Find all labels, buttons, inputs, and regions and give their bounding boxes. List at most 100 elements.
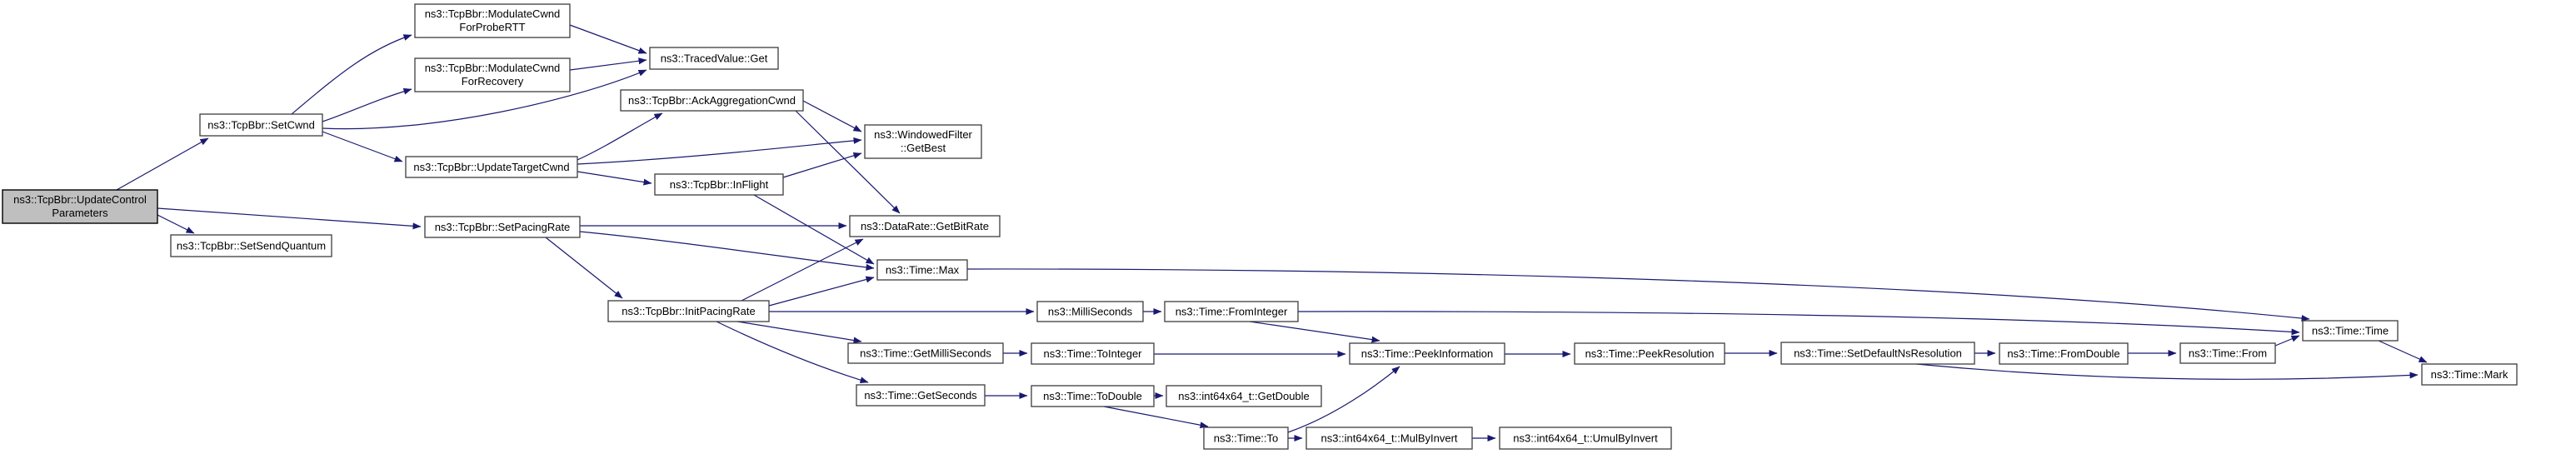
edge-inFlight-to-timeMax xyxy=(753,194,875,265)
node-label: ns3::TcpBbr::UpdateTargetCwnd xyxy=(413,161,569,173)
node-box xyxy=(2302,320,2399,342)
node-box xyxy=(405,156,578,178)
node-label: ns3::TcpBbr::SetCwnd xyxy=(207,119,315,132)
graph-node-fromDouble[interactable]: ns3::Time::FromDouble xyxy=(1999,342,2129,365)
edge-ackAggregationCwnd-to-windowedFilterGetBest xyxy=(802,100,862,132)
node-box xyxy=(876,259,968,281)
graph-node-fromInteger[interactable]: ns3::Time::FromInteger xyxy=(1164,301,1299,322)
node-box xyxy=(856,384,986,407)
edge-initPacingRate-to-getSeconds xyxy=(716,321,869,384)
node-label: ns3::Time::GetSeconds xyxy=(864,389,977,402)
node-label: ns3::Time::ToInteger xyxy=(1043,347,1142,360)
node-label: Parameters xyxy=(52,207,108,219)
edge-timeTo-to-peekInformation xyxy=(1287,366,1400,433)
node-box xyxy=(620,89,804,112)
edge-setCwnd-to-tracedValueGet xyxy=(322,69,647,130)
graph-node-toDouble[interactable]: ns3::Time::ToDouble xyxy=(1031,385,1155,407)
graph-node-peekResolution[interactable]: ns3::Time::PeekResolution xyxy=(1574,342,1725,365)
node-box xyxy=(1780,342,1975,365)
node-label: ns3::Time::ToDouble xyxy=(1043,390,1142,402)
nodes-layer: ns3::TcpBbr::UpdateControlParametersns3:… xyxy=(2,3,2518,450)
node-label: ns3::TcpBbr::ModulateCwnd xyxy=(425,62,561,74)
node-label: ns3::MilliSeconds xyxy=(1048,306,1133,318)
node-label: ns3::Time::FromInteger xyxy=(1176,306,1288,318)
node-box xyxy=(1031,385,1155,407)
node-label: ns3::Time::Mark xyxy=(2431,368,2509,381)
edge-timeMax-to-timeTime xyxy=(966,268,2310,322)
graph-node-getSeconds[interactable]: ns3::Time::GetSeconds xyxy=(856,384,986,407)
graph-node-getDouble[interactable]: ns3::int64x64_t::GetDouble xyxy=(1166,385,1322,407)
node-box xyxy=(1349,342,1505,365)
graph-node-inFlight[interactable]: ns3::TcpBbr::InFlight xyxy=(654,173,784,196)
node-label: ForProbeRTT xyxy=(459,21,525,33)
graph-node-timeFrom[interactable]: ns3::Time::From xyxy=(2179,342,2276,364)
graph-node-milliSeconds[interactable]: ns3::MilliSeconds xyxy=(1036,301,1144,322)
edge-fromInteger-to-timeTime xyxy=(1297,311,2300,336)
node-box xyxy=(1036,301,1144,322)
graph-node-toInteger[interactable]: ns3::Time::ToInteger xyxy=(1031,342,1155,365)
node-label: ns3::TcpBbr::SetSendQuantum xyxy=(177,240,326,252)
node-box xyxy=(414,57,571,92)
node-label: ::GetBest xyxy=(901,142,946,154)
node-box xyxy=(1999,342,2129,365)
node-label: ns3::TcpBbr::SetPacingRate xyxy=(435,221,571,233)
edge-setDefaultNsResolution-to-timeMark xyxy=(1915,363,2419,380)
node-label: ns3::int64x64_t::UmulByInvert xyxy=(1513,432,1658,445)
node-label: ns3::Time::To xyxy=(1214,432,1279,445)
graph-node-timeMax[interactable]: ns3::Time::Max xyxy=(876,259,968,281)
graph-node-mulByInvert[interactable]: ns3::int64x64_t::MulByInvert xyxy=(1305,427,1473,450)
graph-node-timeMark[interactable]: ns3::Time::Mark xyxy=(2421,363,2518,386)
graph-node-tracedValueGet[interactable]: ns3::TracedValue::Get xyxy=(649,47,779,70)
node-label: ns3::Time::SetDefaultNsResolution xyxy=(1794,347,1962,360)
node-label: ns3::WindowedFilter xyxy=(874,128,972,141)
edge-timeFrom-to-timeTime xyxy=(2274,335,2300,347)
node-label: ns3::TcpBbr::InFlight xyxy=(670,178,769,191)
edge-setCwnd-to-modulateCwndForProbeRTT xyxy=(291,34,412,115)
graph-node-peekInformation[interactable]: ns3::Time::PeekInformation xyxy=(1349,342,1505,365)
graph-node-setPacingRate[interactable]: ns3::TcpBbr::SetPacingRate xyxy=(424,216,581,238)
edge-updateControlParameters-to-setCwnd xyxy=(116,137,209,191)
graph-node-getBitRate[interactable]: ns3::DataRate::GetBitRate xyxy=(849,215,1001,237)
edge-timeTime-to-timeMark xyxy=(2378,340,2428,363)
edge-inFlight-to-windowedFilterGetBest xyxy=(782,152,862,178)
graph-node-ackAggregationCwnd[interactable]: ns3::TcpBbr::AckAggregationCwnd xyxy=(620,89,804,112)
node-box xyxy=(1574,342,1725,365)
node-box xyxy=(1164,301,1299,322)
node-box xyxy=(170,234,332,257)
node-box xyxy=(414,3,571,38)
node-box xyxy=(2421,363,2518,386)
node-box xyxy=(654,173,784,196)
graph-node-timeTime[interactable]: ns3::Time::Time xyxy=(2302,320,2399,342)
node-box xyxy=(2179,342,2276,364)
node-label: ns3::TcpBbr::InitPacingRate xyxy=(622,305,755,317)
edge-updateControlParameters-to-setSendQuantum xyxy=(157,214,195,234)
node-label: ns3::int64x64_t::MulByInvert xyxy=(1320,432,1457,445)
edge-modulateCwndForRecovery-to-tracedValueGet xyxy=(569,57,647,71)
node-label: ns3::TracedValue::Get xyxy=(661,52,768,65)
node-box xyxy=(1031,342,1155,365)
graph-node-setDefaultNsResolution[interactable]: ns3::Time::SetDefaultNsResolution xyxy=(1780,342,1975,365)
node-box xyxy=(424,216,581,238)
graph-node-setCwnd[interactable]: ns3::TcpBbr::SetCwnd xyxy=(199,113,323,137)
node-box xyxy=(1203,427,1289,450)
graph-node-umulByInvert[interactable]: ns3::int64x64_t::UmulByInvert xyxy=(1499,427,1672,450)
graph-node-updateTargetCwnd[interactable]: ns3::TcpBbr::UpdateTargetCwnd xyxy=(405,156,578,178)
graph-node-initPacingRate[interactable]: ns3::TcpBbr::InitPacingRate xyxy=(607,300,770,322)
graph-node-windowedFilterGetBest[interactable]: ns3::WindowedFilter::GetBest xyxy=(864,124,982,159)
edge-initPacingRate-to-getMilliSeconds xyxy=(736,321,862,344)
graph-node-getMilliSeconds[interactable]: ns3::Time::GetMilliSeconds xyxy=(847,342,1004,364)
node-box xyxy=(849,215,1001,237)
node-label: ns3::Time::PeekResolution xyxy=(1585,347,1715,360)
node-label: ns3::int64x64_t::GetDouble xyxy=(1178,390,1310,402)
edge-setCwnd-to-modulateCwndForRecovery xyxy=(322,87,412,122)
edge-initPacingRate-to-timeMax xyxy=(768,276,875,307)
node-box xyxy=(1166,385,1322,407)
edge-updateTargetCwnd-to-windowedFilterGetBest xyxy=(577,137,862,165)
graph-node-timeTo[interactable]: ns3::Time::To xyxy=(1203,427,1289,450)
graph-node-setSendQuantum[interactable]: ns3::TcpBbr::SetSendQuantum xyxy=(170,234,332,257)
node-label: ns3::DataRate::GetBitRate xyxy=(861,220,989,232)
